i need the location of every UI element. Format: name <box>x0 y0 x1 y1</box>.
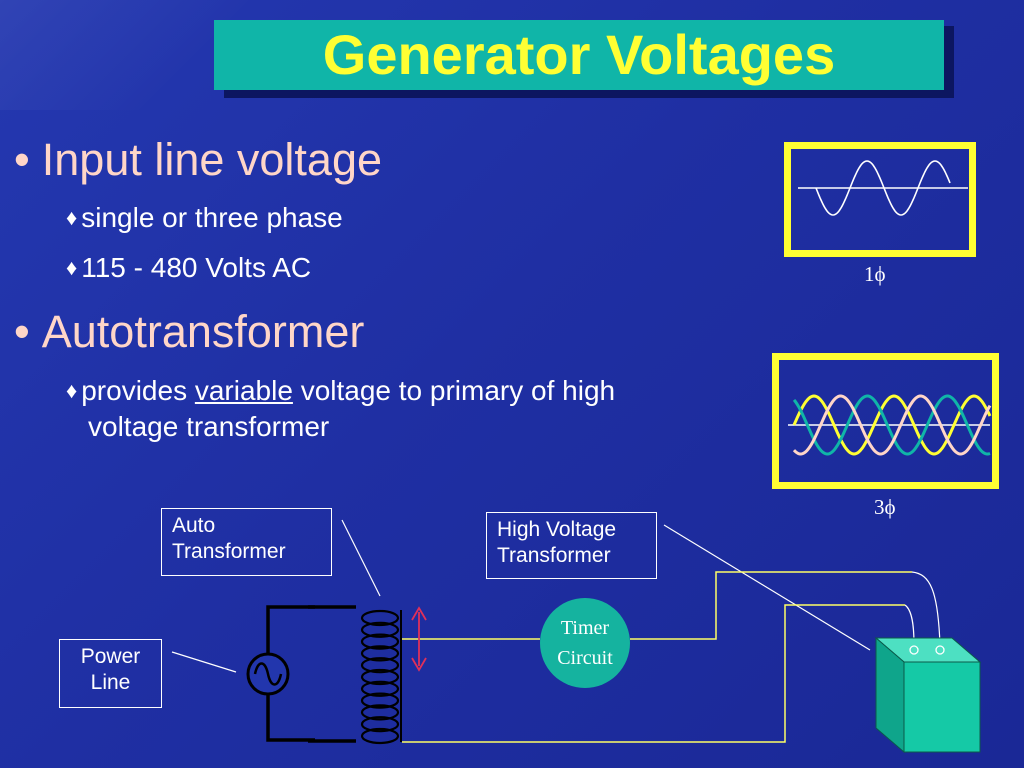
bullet-input-line-voltage: •Input line voltage <box>14 134 382 186</box>
variable-tap-arrow <box>411 606 427 672</box>
sub-bullet-text-post: voltage to primary of high <box>292 375 616 406</box>
bullet-marker: • <box>14 134 30 185</box>
sub-bullet-volts: ♦115 - 480 Volts AC <box>66 252 311 284</box>
sine-wave-phase-c <box>792 394 992 456</box>
terminal-leads <box>904 571 941 646</box>
coil-turn <box>360 668 400 686</box>
circuit-wires <box>402 571 912 743</box>
terminal-b <box>935 645 945 655</box>
hv-transformer-label: High Voltage Transformer <box>486 512 657 579</box>
bullet-text: Autotransformer <box>41 306 365 357</box>
arrow-head-down <box>411 657 427 672</box>
wire-top <box>630 571 912 640</box>
bullet-text: Input line voltage <box>41 134 383 185</box>
arrow-head-up <box>411 606 427 621</box>
auto-transformer-coil <box>360 609 402 745</box>
power-line-callout <box>171 651 237 673</box>
underlined-word: variable <box>194 375 293 406</box>
hv-transformer-callout <box>663 524 871 651</box>
sine-wave-single <box>815 160 951 216</box>
title-banner: Generator Voltages <box>214 20 944 90</box>
diamond-marker: ♦ <box>66 378 78 403</box>
power-line-label: Power Line <box>59 639 162 708</box>
sub-bullet-phase: ♦single or three phase <box>66 202 343 234</box>
ac-source-symbol <box>246 652 290 696</box>
single-phase-waveform <box>798 160 968 216</box>
coil-turn <box>360 727 400 745</box>
three-phase-panel <box>772 353 999 489</box>
coil-turn <box>360 645 400 662</box>
coil-turn <box>360 609 400 627</box>
label-line: Transformer <box>497 544 611 567</box>
diamond-marker: ♦ <box>66 255 78 280</box>
coil-turn <box>360 633 400 650</box>
coil-turn <box>360 680 400 697</box>
terminal-lead-a <box>911 571 941 646</box>
coil-turn <box>360 657 400 674</box>
label-line: Transformer <box>172 540 286 563</box>
bullet-autotransformer: •Autotransformer <box>14 306 364 358</box>
hv-box-front <box>903 661 981 753</box>
coil-turn <box>360 692 400 709</box>
wire-bottom <box>402 604 905 743</box>
terminal-a <box>909 645 919 655</box>
timer-circuit: Timer Circuit <box>540 598 630 688</box>
single-phase-panel <box>784 142 976 257</box>
sub-bullet-text-pre: provides <box>81 375 195 406</box>
coil-turn <box>360 716 400 733</box>
timer-label-line: Circuit <box>557 647 613 669</box>
page-title: Generator Voltages <box>322 23 836 86</box>
callout-lines <box>171 519 871 673</box>
coil-turn <box>360 621 400 638</box>
sine-icon <box>253 662 283 686</box>
label-line: Line <box>90 671 131 694</box>
auto-transformer-label: Auto Transformer <box>161 508 332 576</box>
sine-wave-phase-b <box>792 394 991 456</box>
auto-transformer-callout <box>341 519 381 597</box>
sub-bullet-line2: voltage transformer <box>88 411 330 442</box>
sub-bullet-text: single or three phase <box>81 202 343 233</box>
diamond-marker: ♦ <box>66 205 78 230</box>
label-line: Auto <box>172 514 216 537</box>
coil-turn <box>360 704 400 721</box>
sub-bullet-variable: ♦provides variable voltage to primary of… <box>66 375 615 407</box>
bullet-marker: • <box>14 306 30 357</box>
hv-transformer-box <box>874 636 982 754</box>
label-line: Power <box>80 645 141 668</box>
label-line: High Voltage <box>497 518 617 541</box>
three-phase-waveform <box>788 394 992 456</box>
three-phase-label: 3ϕ <box>874 495 896 519</box>
timer-label-line: Timer <box>560 617 610 639</box>
sub-bullet-text: 115 - 480 Volts AC <box>81 252 312 283</box>
single-phase-label: 1ϕ <box>864 262 886 286</box>
